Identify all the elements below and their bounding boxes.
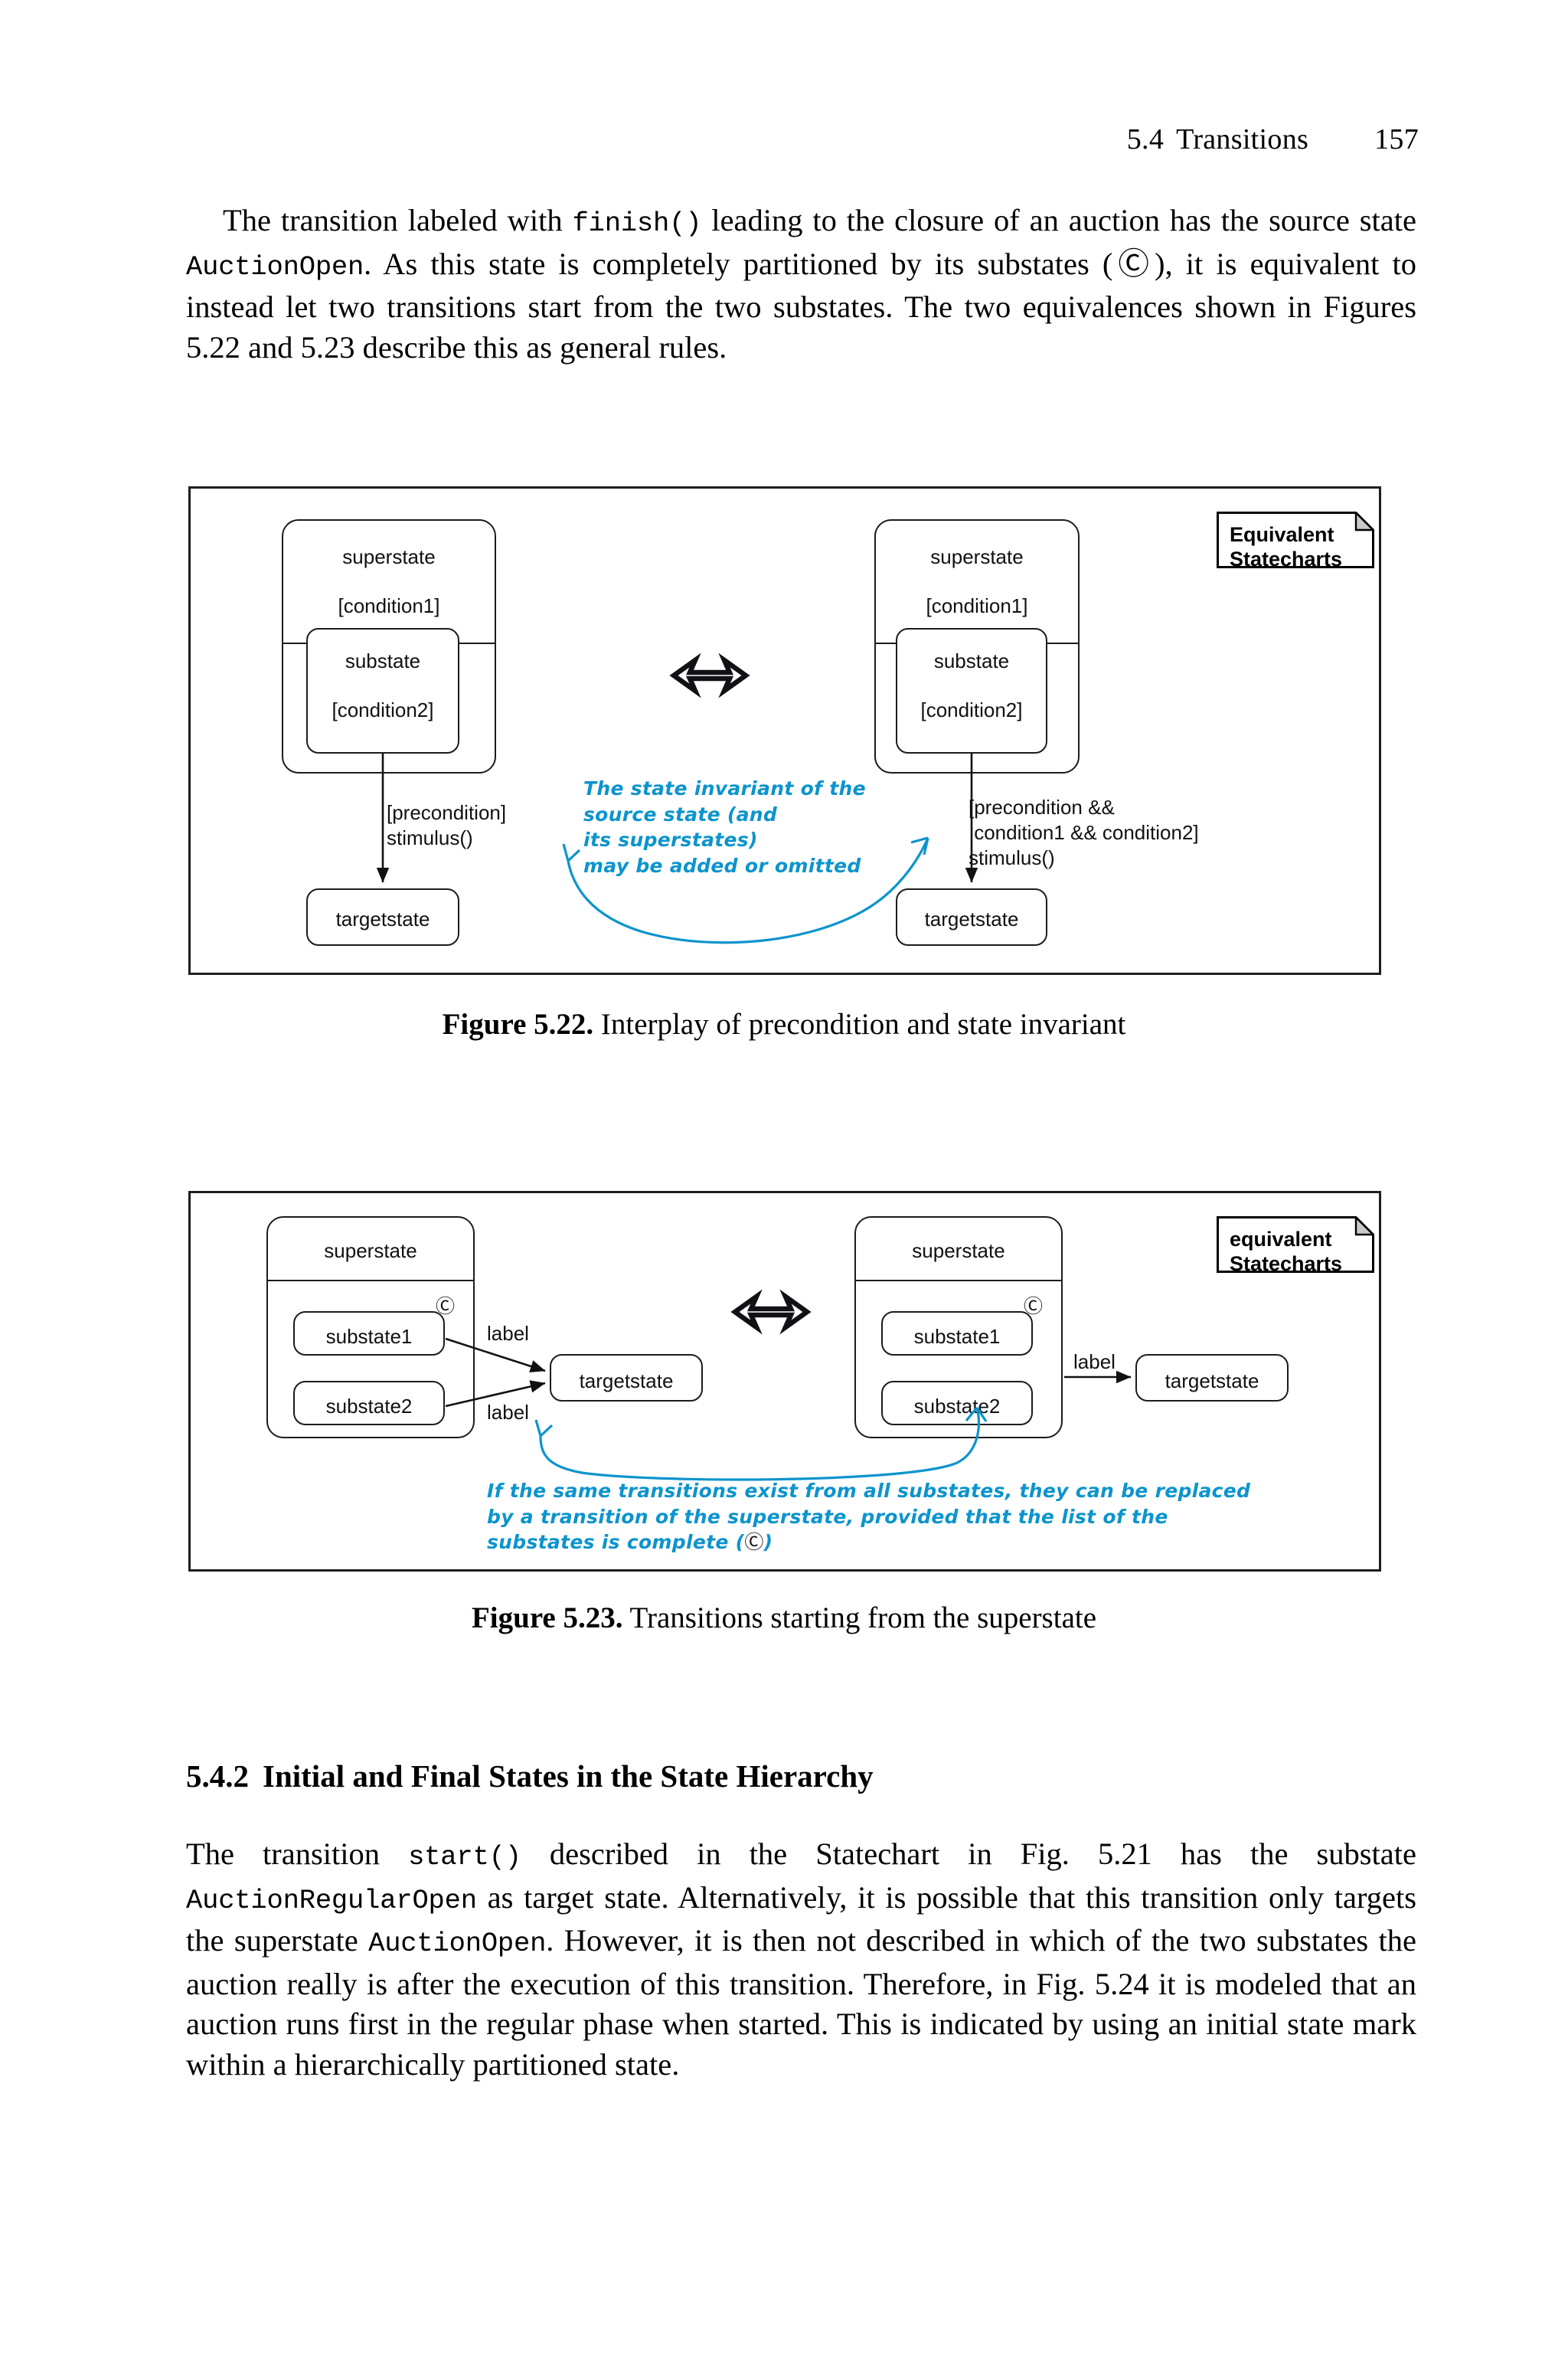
figure-5-22-caption-text: Interplay of precondition and state inva… xyxy=(593,1008,1126,1041)
fig523-right-substate1-name: substate1 xyxy=(913,1325,1001,1348)
fig522-left-transition-label: [precondition] stimulus() xyxy=(387,800,506,851)
fig523-annotation-line3: substates is complete ( xyxy=(487,1531,745,1553)
fig523-left-substate1: substate1 xyxy=(293,1311,445,1356)
fig523-left-targetstate: targetstate xyxy=(550,1354,703,1402)
fig523-annotation-complete-mark: Ⓒ xyxy=(744,1531,764,1553)
code-auctionregularopen: AuctionRegularOpen xyxy=(186,1884,477,1916)
code-auctionopen-2: AuctionOpen xyxy=(368,1928,547,1959)
fig522-right-transition-line3: stimulus() xyxy=(969,846,1055,869)
fig522-annotation-line1: The state invariant of the xyxy=(583,777,866,800)
fig522-note-line2: Statecharts xyxy=(1230,548,1343,571)
fig522-left-transition-line2: stimulus() xyxy=(387,826,473,849)
fig523-right-superstate-name: superstate xyxy=(912,1239,1005,1262)
fig523-right-targetstate: targetstate xyxy=(1135,1354,1289,1402)
fig523-annotation-line3-wrap: substates is complete (Ⓒ) xyxy=(487,1531,773,1553)
fig522-left-substate-condition: [condition2] xyxy=(332,698,434,721)
figure-5-23-caption: Figure 5.23. Transitions starting from t… xyxy=(0,1601,1568,1635)
running-head: 5.4 Transitions 157 xyxy=(1127,123,1419,156)
fig522-right-superstate-name: superstate xyxy=(930,545,1024,568)
note-box-shape-icon xyxy=(1217,512,1374,568)
section-heading-title: Initial and Final States in the State Hi… xyxy=(263,1758,874,1794)
fig523-left-label-1: label xyxy=(487,1322,529,1345)
code-start: start() xyxy=(408,1841,521,1873)
paragraph-1-part1: The transition labeled with xyxy=(223,203,573,237)
paragraph-1-part3: . As this state is completely partitione… xyxy=(186,246,1416,365)
fig523-left-substate2: substate2 xyxy=(293,1381,445,1425)
paragraph-1: The transition labeled with finish() lea… xyxy=(186,201,1416,368)
fig523-right-substate2: substate2 xyxy=(881,1381,1033,1425)
fig522-right-transition-label: [precondition && condition1 && condition… xyxy=(969,795,1199,871)
fig523-left-superstate-name: superstate xyxy=(324,1239,417,1262)
running-head-section-title: Transitions xyxy=(1176,123,1309,155)
paragraph-1-part2: leading to the closure of an auction has… xyxy=(701,203,1416,237)
fig523-left-label-2: label xyxy=(487,1401,529,1424)
paragraph-2-part1: The transition xyxy=(186,1837,409,1871)
figure-5-22-caption-label: Figure 5.22. xyxy=(442,1008,594,1041)
fig523-left-substate2-name: substate2 xyxy=(325,1395,413,1418)
fig523-left-targetstate-name: targetstate xyxy=(579,1369,674,1392)
section-heading-5-4-2: 5.4.2 Initial and Final States in the Sta… xyxy=(186,1758,874,1794)
fig523-annotation-line1: If the same transitions exist from all s… xyxy=(487,1480,1251,1502)
fig523-right-superstate-divider xyxy=(856,1280,1061,1281)
note-box-shape-icon xyxy=(1217,1216,1374,1273)
fig522-left-superstate-condition: [condition1] xyxy=(338,594,440,617)
code-finish: finish() xyxy=(572,208,702,239)
fig523-annotation-line3-end: ) xyxy=(763,1531,773,1553)
fig523-right-substate2-name: substate2 xyxy=(913,1395,1001,1418)
fig523-annotation: If the same transitions exist from all s… xyxy=(487,1478,1250,1555)
fig522-left-targetstate-name: targetstate xyxy=(335,908,430,931)
fig523-annotation-line2: by a transition of the superstate, provi… xyxy=(487,1505,1168,1528)
fig523-note-line2: Statecharts xyxy=(1230,1252,1343,1275)
fig522-annotation-line2: source state (and xyxy=(583,803,778,826)
fig523-left-superstate-divider xyxy=(268,1280,473,1281)
page-number: 157 xyxy=(1374,123,1419,155)
code-auctionopen: AuctionOpen xyxy=(186,250,364,283)
paragraph-2-part3: as target state. Alternatively, it is po… xyxy=(186,1879,1416,1958)
fig522-right-substate-name: substate xyxy=(933,649,1010,672)
fig522-annotation-line3: its superstates) xyxy=(583,829,758,851)
figure-5-23-caption-label: Figure 5.23. xyxy=(471,1601,623,1634)
fig523-right-label-1: label xyxy=(1073,1350,1116,1373)
fig522-left-superstate-name: superstate xyxy=(342,545,436,568)
section-heading-number: 5.4.2 xyxy=(186,1758,249,1794)
fig522-right-targetstate: targetstate xyxy=(896,888,1047,946)
fig522-right-targetstate-name: targetstate xyxy=(924,908,1019,931)
figure-5-22-caption: Figure 5.22. Interplay of precondition a… xyxy=(0,1007,1568,1042)
fig522-left-transition-line1: [precondition] xyxy=(387,801,507,824)
fig523-left-substate1-name: substate1 xyxy=(325,1325,413,1348)
fig522-left-substate-name: substate xyxy=(345,649,421,672)
fig523-right-substate1: substate1 xyxy=(881,1311,1033,1356)
running-head-section-number: 5.4 xyxy=(1126,123,1165,155)
fig522-left-targetstate: targetstate xyxy=(306,888,459,946)
fig523-note-line1: equivalent xyxy=(1230,1228,1332,1251)
fig522-annotation-line4: may be added or omitted xyxy=(583,854,861,877)
fig522-right-superstate-condition: [condition1] xyxy=(926,594,1028,617)
paragraph-2-part4: . However, it is then not described in w… xyxy=(186,1923,1416,2082)
fig522-right-substate-condition: [condition2] xyxy=(920,698,1023,721)
fig522-annotation: The state invariant of the source state … xyxy=(583,776,866,878)
paragraph-2: The transition start() described in the … xyxy=(186,1834,1416,2085)
paragraph-2-part2: described in the Statechart in Fig. 5.21… xyxy=(521,1837,1416,1871)
fig522-left-substate: substate [condition2] xyxy=(306,628,459,754)
fig523-right-targetstate-name: targetstate xyxy=(1165,1369,1259,1392)
fig522-right-substate: substate [condition2] xyxy=(896,628,1047,754)
fig522-note-line1: Equivalent xyxy=(1230,523,1334,546)
fig522-right-transition-line2: condition1 && condition2] xyxy=(969,821,1199,844)
figure-5-23-caption-text: Transitions starting from the superstate xyxy=(622,1601,1097,1634)
fig522-right-transition-line1: [precondition && xyxy=(969,796,1115,819)
